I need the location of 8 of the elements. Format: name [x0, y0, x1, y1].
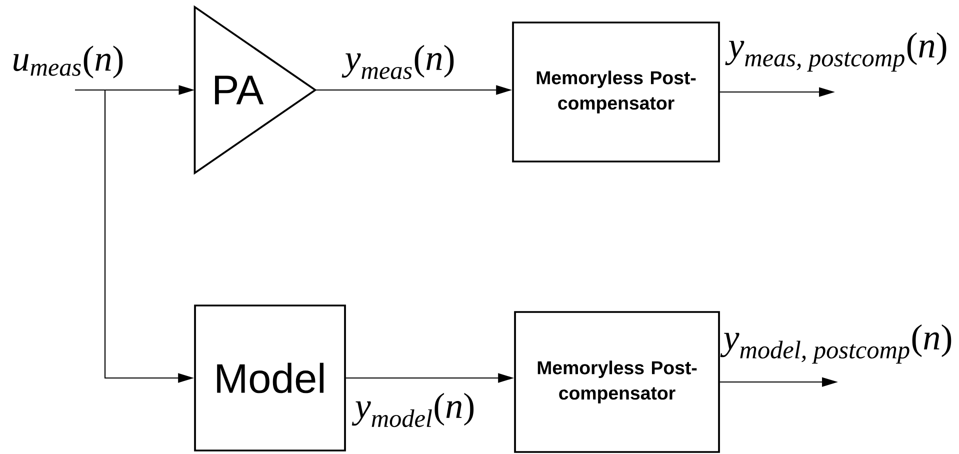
edge-label: $\textit{y}_{\textit{meas, postcomp}}\textup{(}\textit{n}\textup{)}$: [725, 32, 946, 72]
edge-label: $\textit{y}_{\textit{meas}}\textup{(}\textit{n}\textup{)}$: [342, 44, 454, 80]
edge-label: $\textit{y}_{\textit{model}}\textup{(}\textit{n}\textup{)}$: [352, 392, 474, 428]
edge-label: $\textit{y}_{\textit{model, postcomp}}\textup{(}\textit{n}\textup{)}$: [720, 324, 952, 364]
process-box: Model: [194, 304, 346, 452]
edge-label: $\textit{u}_{\textit{meas}}\textup{(}\textit{n}\textup{)}$: [14, 46, 123, 78]
process-box: Memoryless Post-compensator: [514, 311, 720, 453]
process-box: Memoryless Post-compensator: [512, 22, 720, 162]
